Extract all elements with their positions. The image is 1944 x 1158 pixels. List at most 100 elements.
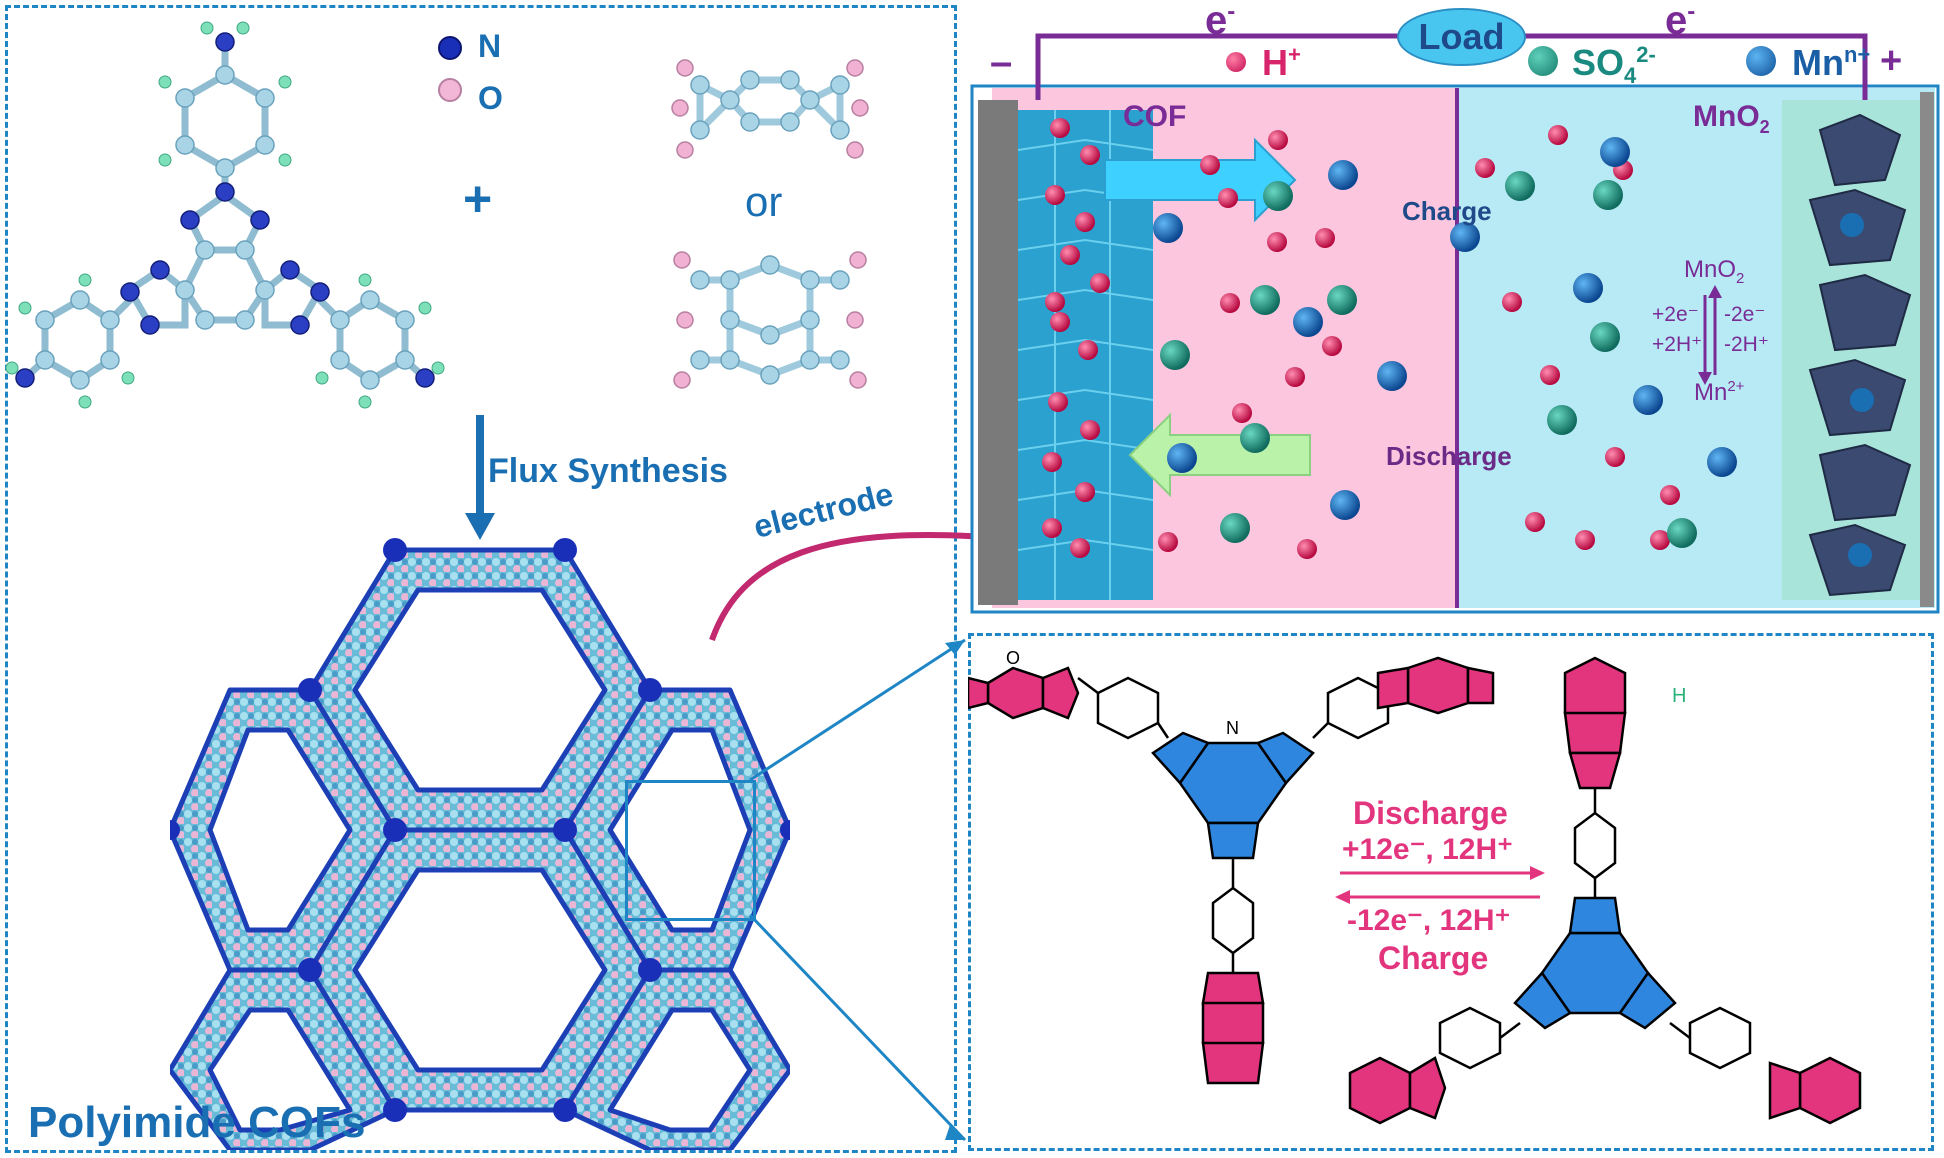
discharge-arrow-label: Discharge [1386,441,1512,471]
sulfate-particle [1547,405,1577,435]
atom-label-h: H [1672,685,1687,707]
sulfate-particle [1160,340,1190,370]
proton-particle [1220,293,1240,313]
left-panel [5,5,957,1153]
atom-label-n: N [1226,718,1239,738]
triazole-monomer [5,21,445,409]
sulfate-particle [1263,181,1293,211]
proton-particle [1268,130,1288,150]
or-label: or [745,178,783,225]
mechanism-charge-condition: -12e⁻, 12H⁺ [1347,904,1511,937]
proton-particle [1048,392,1068,412]
proton-particle [1297,539,1317,559]
proton-particle [1070,538,1090,558]
hydrogen-atoms [5,21,445,409]
flux-synthesis-arrow [465,415,495,540]
manganese-particle [1153,213,1183,243]
proton-legend-dot [1226,52,1246,72]
manganese-particle [1450,222,1480,252]
reaction-mn2: Mn2+ [1694,378,1745,406]
pyromellitic-dianhydride [671,59,869,159]
proton-particle [1050,118,1070,138]
cof-honeycomb-framework [170,538,790,1150]
mno2-electrode [1782,92,1934,607]
positive-terminal: + [1880,40,1903,82]
polyimide-structure-reduced [1348,656,1862,1125]
sulfate-particle [1505,171,1535,201]
sulfate-particle [1220,513,1250,543]
reaction-right-1: -2e⁻ [1724,303,1766,326]
manganese-legend-dot [1746,46,1776,76]
manganese-particle [1330,490,1360,520]
proton-particle [1540,365,1560,385]
proton-particle [1218,188,1238,208]
proton-particle [1660,485,1680,505]
proton-particle [1045,292,1065,312]
mechanism-discharge-label: Discharge [1353,795,1508,831]
proton-particle [1475,158,1495,178]
proton-particle [1502,292,1522,312]
manganese-particle [1573,273,1603,303]
proton-particle [1267,232,1287,252]
sulfate-particle [1590,322,1620,352]
electron-label-left: e- [1205,0,1236,43]
polyimide-cofs-title: Polyimide COFs [28,1098,366,1147]
proton-particle [1042,452,1062,472]
proton-particle [1042,518,1062,538]
sulfate-particle [1250,285,1280,315]
proton-particle [1078,340,1098,360]
ion-particles [1042,118,1737,559]
mno2-electrode-label: MnO2 [1693,100,1770,137]
proton-particle [1232,403,1252,423]
manganese-particle [1328,160,1358,190]
nitrogen-atoms [15,32,435,388]
manganese-particle [1707,447,1737,477]
sulfate-particle [1667,518,1697,548]
manganese-particle [1293,307,1323,337]
proton-particle [1575,530,1595,550]
manganese-particle [1167,443,1197,473]
mechanism-charge-label: Charge [1378,940,1489,976]
proton-particle [1075,212,1095,232]
sulfate-legend-label: SO42- [1572,42,1656,89]
plus-sign: + [463,171,493,227]
cof-electrode-label: COF [1123,100,1187,133]
proton-particle [1315,228,1335,248]
proton-particle [1060,245,1080,265]
zoom-highlight-box [625,780,756,921]
proton-particle [1200,155,1220,175]
carbon-atoms [35,65,415,390]
proton-particle [1605,447,1625,467]
reaction-mno2: MnO2 [1684,256,1745,287]
naphthalene-dianhydride [673,251,867,389]
proton-particle [1548,125,1568,145]
load-ellipse: Load [1397,8,1526,66]
battery-diagram [970,33,1940,614]
legend-n-label: N [478,28,502,64]
sulfate-particle [1240,423,1270,453]
proton-particle [1650,530,1670,550]
manganese-legend-label: Mnn+ [1792,42,1871,83]
proton-particle [1322,336,1342,356]
legend-o-label: O [478,80,503,116]
manganese-particle [1377,361,1407,391]
proton-legend-label: H+ [1262,42,1301,83]
proton-particle [1158,532,1178,552]
reaction-left-2: +2H⁺ [1652,333,1703,356]
manganese-particle [1600,137,1630,167]
mechanism-discharge-condition: +12e⁻, 12H⁺ [1342,833,1513,866]
mechanism-arrows [1335,866,1545,904]
proton-particle [1050,312,1070,332]
sulfate-particle [1593,180,1623,210]
flux-synthesis-label: Flux Synthesis [488,452,728,490]
proton-particle [1045,185,1065,205]
manganese-particle [1633,385,1663,415]
proton-particle [1525,512,1545,532]
proton-particle [1285,367,1305,387]
reaction-left-1: +2e⁻ [1652,303,1699,326]
proton-particle [1080,420,1100,440]
atom-legend [438,36,462,102]
mechanism-panel [968,633,1934,1151]
atom-label-o: O [1006,648,1021,668]
proton-particle [1075,482,1095,502]
